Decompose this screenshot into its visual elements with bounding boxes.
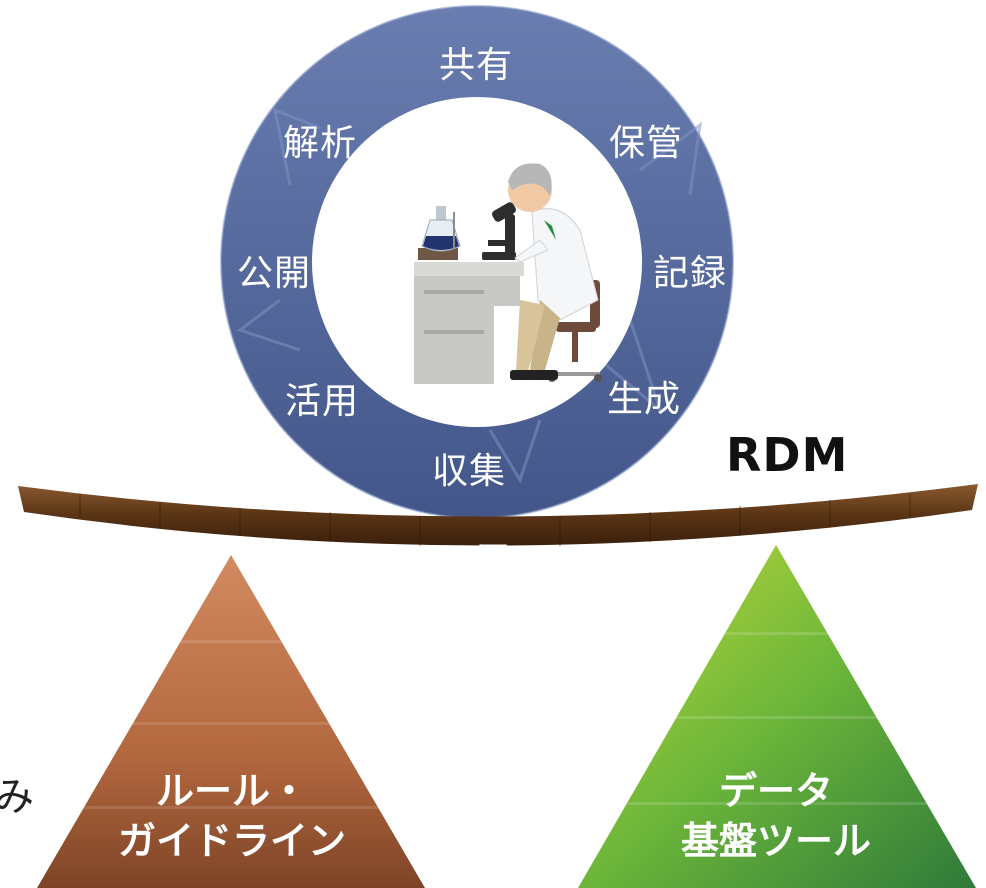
rdm-label: RDM — [726, 428, 849, 482]
cycle-label-generate: 生成 — [606, 379, 682, 420]
flask-icon — [421, 206, 461, 252]
cycle-label-store: 保管 — [608, 123, 684, 164]
cycle-label-publish: 公開 — [236, 253, 312, 294]
right-pyramid — [578, 545, 976, 888]
left-pyramid-label-line2: ガイドライン — [117, 819, 347, 863]
left-pyramid — [37, 555, 425, 888]
left-pyramid-label: ルール・ ガイドライン — [118, 766, 346, 866]
beam-center-mark: ー — [476, 528, 510, 568]
left-text-fragment: み — [0, 774, 34, 820]
cycle-label-utilize: 活用 — [284, 381, 360, 422]
cycle-label-analyze: 解析 — [282, 123, 358, 164]
right-pyramid-label: データ 基盤ツール — [681, 766, 871, 866]
right-pyramid-label-line2: 基盤ツール — [680, 819, 872, 863]
right-pyramid-label-line1: データ — [718, 769, 834, 813]
cycle-label-record: 記録 — [652, 253, 728, 294]
cycle-label-collect: 収集 — [431, 451, 507, 492]
balance-beam — [18, 484, 978, 546]
cycle-label-share: 共有 — [438, 45, 514, 86]
left-pyramid-label-line1: ルール・ — [155, 769, 309, 813]
scientist-microscope-illustration — [414, 163, 602, 384]
